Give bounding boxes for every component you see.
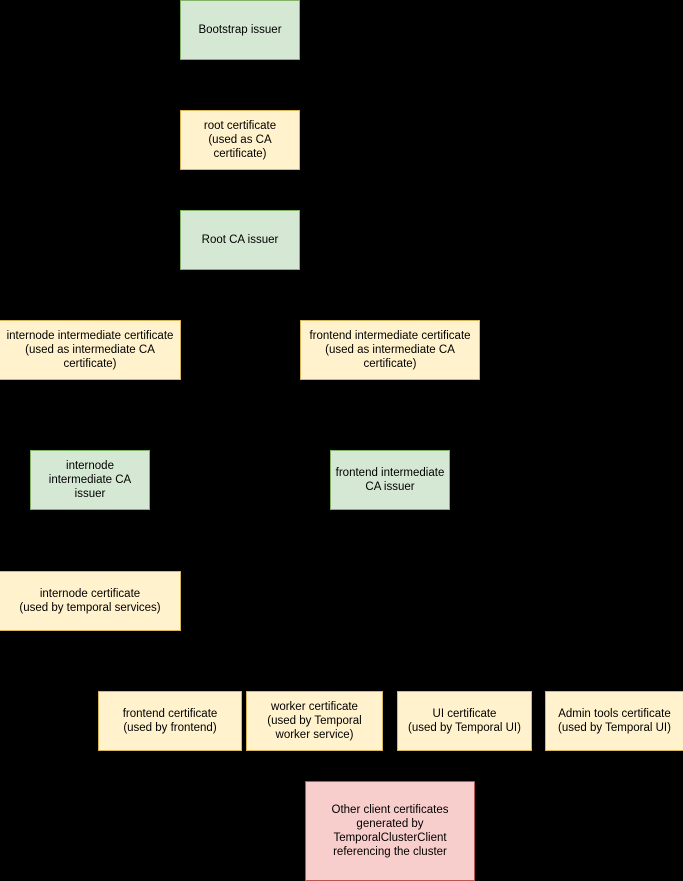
node-ui-certificate[interactable]: UI certificate (used by Temporal UI) xyxy=(397,691,532,751)
edge-frontend-intermediate-ca-issuer-to-worker-certificate xyxy=(315,601,390,602)
edge-frontend-intermediate-ca-issuer-to-admin-tools-certificate xyxy=(615,601,616,691)
edge-root-ca-issuer-to-internode-intermediate-certificate xyxy=(90,295,240,296)
edge-frontend-intermediate-certificate-to-frontend-intermediate-ca-issuer xyxy=(390,380,391,450)
edge-internode-intermediate-certificate-to-internode-intermediate-ca-issuer xyxy=(90,380,91,450)
node-frontend-intermediate-ca-issuer[interactable]: frontend intermediate CA issuer xyxy=(330,450,450,510)
edge-frontend-intermediate-ca-issuer-to-admin-tools-certificate xyxy=(390,601,615,602)
node-internode-certificate[interactable]: internode certificate (used by temporal … xyxy=(0,571,181,631)
node-other-client-certificates[interactable]: Other client certificates generated by T… xyxy=(305,781,475,881)
edge-root-ca-issuer-to-frontend-intermediate-certificate xyxy=(390,295,391,320)
edge-root-ca-issuer-to-frontend-intermediate-certificate xyxy=(240,270,241,295)
edge-frontend-intermediate-ca-issuer-to-other-client-certificates xyxy=(390,510,391,781)
edge-frontend-intermediate-ca-issuer-to-frontend-certificate xyxy=(170,601,390,602)
node-frontend-certificate[interactable]: frontend certificate (used by frontend) xyxy=(98,691,242,751)
node-internode-intermediate-ca-issuer[interactable]: internode intermediate CA issuer xyxy=(30,450,150,510)
node-internode-intermediate-certificate[interactable]: internode intermediate certificate (used… xyxy=(0,320,181,380)
node-worker-certificate[interactable]: worker certificate (used by Temporal wor… xyxy=(246,691,383,751)
node-root-ca-issuer[interactable]: Root CA issuer xyxy=(180,210,300,270)
edge-frontend-intermediate-ca-issuer-to-frontend-certificate xyxy=(170,601,171,691)
edge-root-certificate-to-root-ca-issuer xyxy=(240,170,241,210)
edge-frontend-intermediate-ca-issuer-to-worker-certificate xyxy=(315,601,316,691)
node-root-certificate[interactable]: root certificate (used as CA certificate… xyxy=(180,110,300,170)
edge-frontend-intermediate-ca-issuer-to-ui-certificate xyxy=(465,601,466,691)
edge-bootstrap-issuer-to-root-certificate xyxy=(240,60,241,110)
node-frontend-intermediate-certificate[interactable]: frontend intermediate certificate (used … xyxy=(300,320,480,380)
node-admin-tools-certificate[interactable]: Admin tools certificate (used by Tempora… xyxy=(545,691,683,751)
node-bootstrap-issuer[interactable]: Bootstrap issuer xyxy=(180,0,300,60)
edge-root-ca-issuer-to-frontend-intermediate-certificate xyxy=(240,295,390,296)
edge-internode-intermediate-ca-issuer-to-internode-certificate xyxy=(90,510,91,571)
edge-root-ca-issuer-to-internode-intermediate-certificate xyxy=(90,295,91,320)
